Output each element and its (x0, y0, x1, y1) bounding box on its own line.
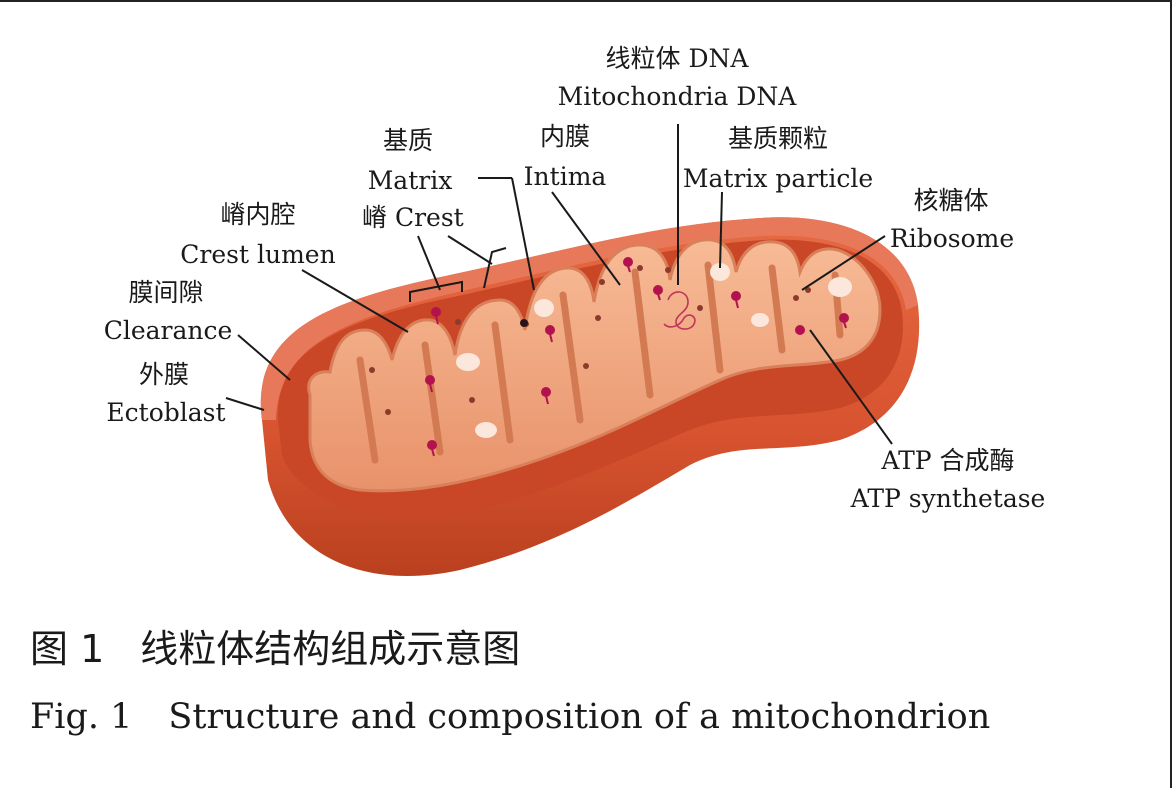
mitochondrion-illustration (225, 124, 920, 576)
crista-grooves (356, 261, 844, 464)
label-crest-lumen-en: Crest lumen (180, 240, 336, 269)
caption-zh-title: 线粒体结构组成示意图 (140, 627, 521, 671)
label-crest-zh: 嵴 (362, 203, 388, 232)
matrix-particles (456, 263, 852, 438)
caption-en-title: Structure and composition of a mitochond… (168, 697, 991, 737)
figure-caption-zh: 图 1 线粒体结构组成示意图 (30, 624, 520, 674)
label-matrix-en: Matrix (367, 166, 453, 195)
label-crest: 嵴 Crest (362, 203, 464, 233)
label-particle-en: Matrix particle (682, 164, 874, 193)
label-ribosome-zh: 核糖体 (913, 186, 989, 215)
label-intima-zh: 内膜 (539, 122, 591, 151)
label-clearance-en: Clearance (103, 316, 233, 345)
label-mtdna-en: Mitochondria DNA (557, 82, 797, 111)
mtdna-squiggle (663, 291, 696, 330)
label-atp-en: ATP synthetase (850, 484, 1046, 513)
label-ribosome-en: Ribosome (889, 224, 1015, 253)
label-matrix-zh: 基质 (382, 126, 434, 155)
label-ectoblast-zh: 外膜 (138, 360, 190, 389)
label-ectoblast-en: Ectoblast (106, 398, 226, 427)
leader-lines (225, 124, 893, 445)
label-intima-en: Intima (523, 162, 607, 191)
label-clearance-zh: 膜间隙 (128, 278, 204, 307)
atp-synthase-group (425, 257, 849, 457)
label-mtdna-zh: 线粒体 DNA (605, 44, 749, 73)
outer-rim (260, 217, 918, 420)
label-atp-zh: ATP 合成酶 (881, 446, 1015, 475)
label-crest-lumen-zh: 嵴内腔 (220, 200, 296, 229)
label-crest-en: Crest (394, 203, 464, 232)
caption-en-number: Fig. 1 (30, 697, 133, 737)
dark-particle (520, 319, 528, 327)
caption-zh-number: 图 1 (30, 627, 105, 671)
label-particle-zh: 基质颗粒 (727, 124, 829, 153)
figure-caption-en: Fig. 1 Structure and composition of a mit… (30, 694, 990, 740)
mitochondrion-figure: 线粒体 DNA Mitochondria DNA 基质 Matrix 内膜 In… (103, 44, 1046, 576)
